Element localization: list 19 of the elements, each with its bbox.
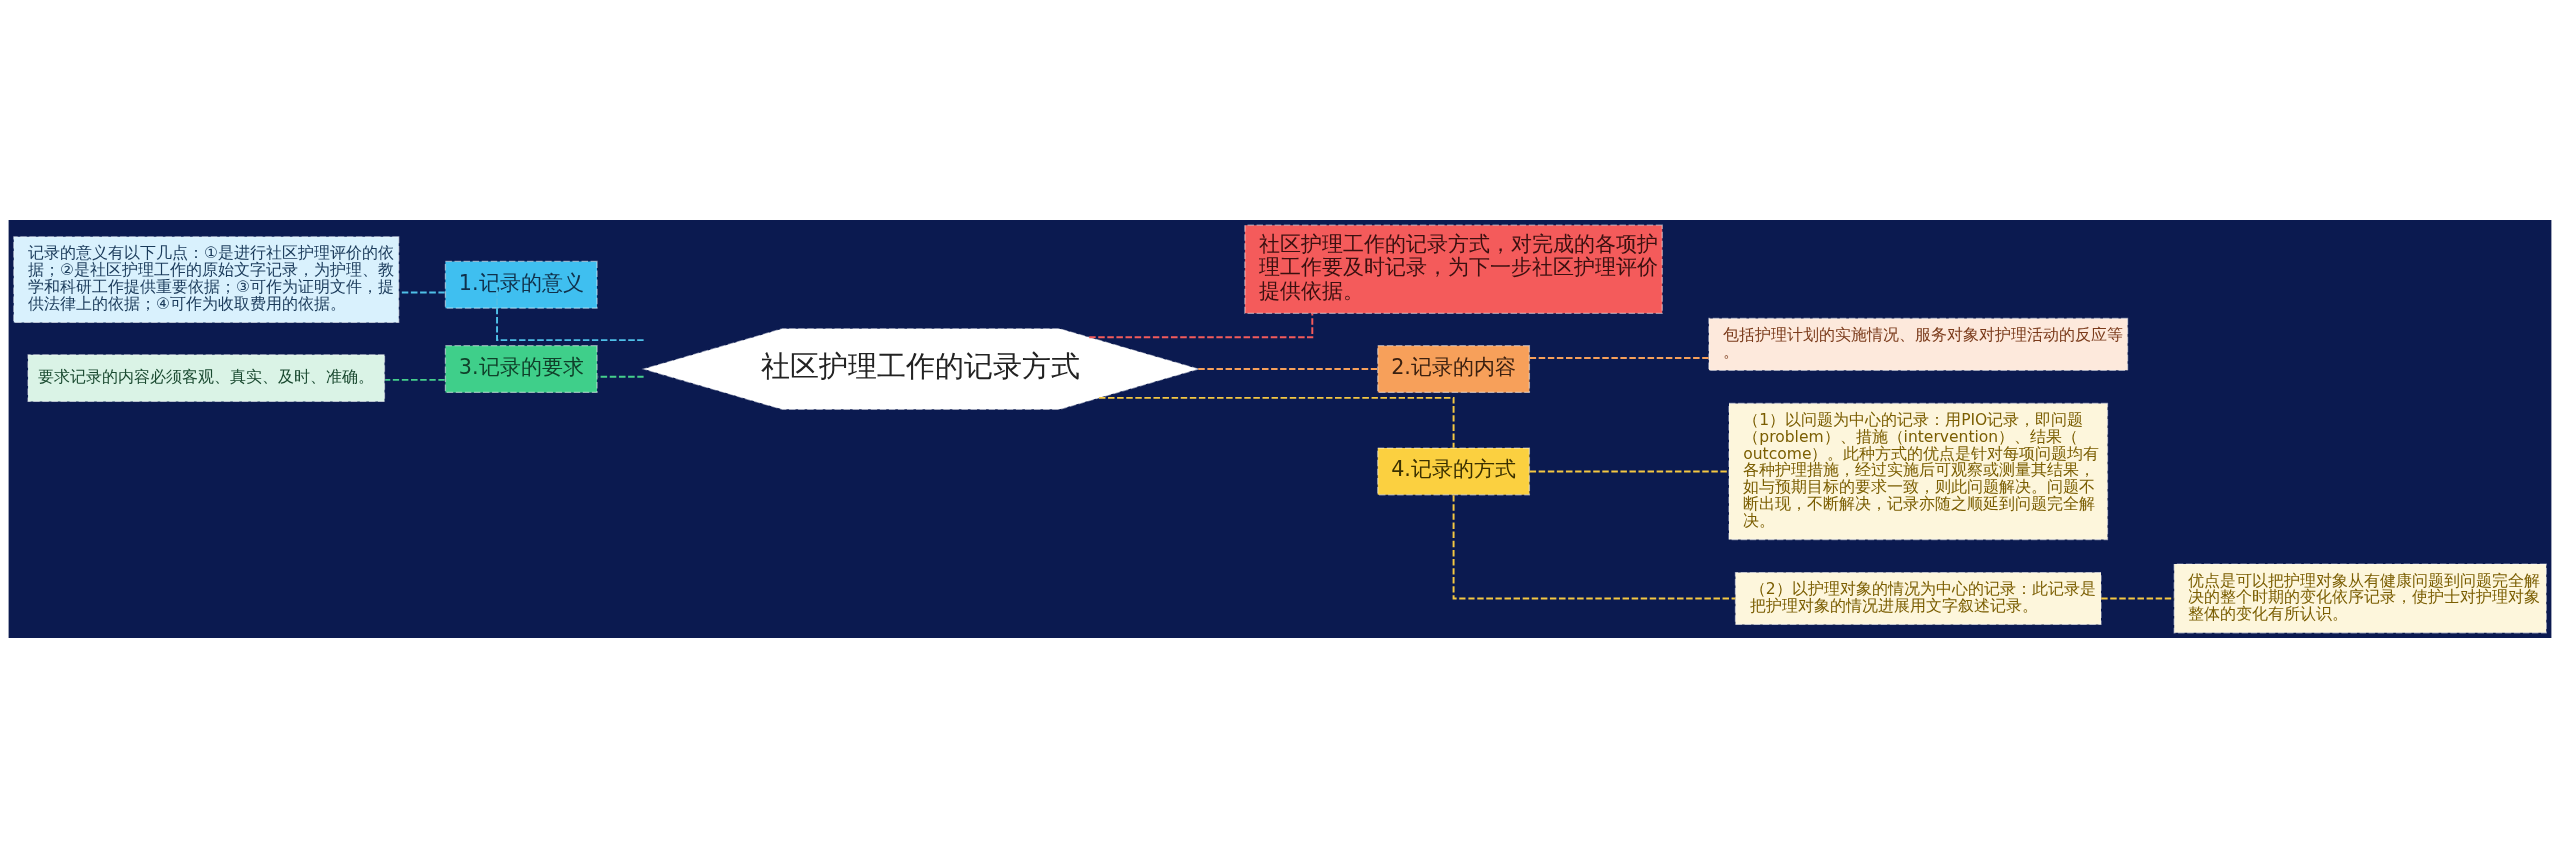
node-box: 要求记录的内容必须客观、真实、及时、准确。 <box>27 353 386 402</box>
node-box: 3.记录的要求 <box>444 344 598 393</box>
connector <box>1528 356 1710 359</box>
node-box: 记录的意义有以下几点：①是进行社区护理评价的依据；②是社区护理工作的原始文字记录，为护理、教学和科研工作提供重要依据；③可作为证明文件，提供法律上的依据；④可作为收取费用的依据。 <box>13 235 400 323</box>
connector <box>1452 493 1737 599</box>
connector <box>496 283 645 341</box>
node-box: （1）以问题为中心的记录：用PIO记录，即问题（problem）、措施（intervention）、结果（outcome）。此种方式的优点是针对每项问题均有各种护理措施，经过实施后可观察或测量其结果，如与预期目标的要求一致，则此问题解决。问题不断出现，不断解决，记录亦随之顺延到问题完全解决。 <box>1728 402 2109 540</box>
node-box: 4.记录的方式 <box>1377 446 1531 495</box>
connector <box>1088 312 1314 338</box>
connector <box>384 378 446 381</box>
node-box: 1.记录的意义 <box>444 260 598 309</box>
node-box: 社区护理工作的记录方式，对完成的各项护理工作要及时记录，为下一步社区护理评价提供依据。 <box>1244 224 1663 314</box>
node-box: （2）以护理对象的情况为中心的记录：此记录是把护理对象的情况进展用文字叙述记录。 <box>1734 571 2102 625</box>
node-box: 包括护理计划的实施情况、服务对象对护理活动的反应等。 <box>1708 317 2129 371</box>
node-box: 2.记录的内容 <box>1377 344 1531 393</box>
connector <box>1098 396 1455 449</box>
node-box: 优点是可以把护理对象从有健康问题到问题完全解决的整个时期的变化依序记录，使护士对护理对象整体的变化有所认识。 <box>2173 562 2547 633</box>
connector <box>1528 469 1730 472</box>
connector <box>1197 367 1379 370</box>
